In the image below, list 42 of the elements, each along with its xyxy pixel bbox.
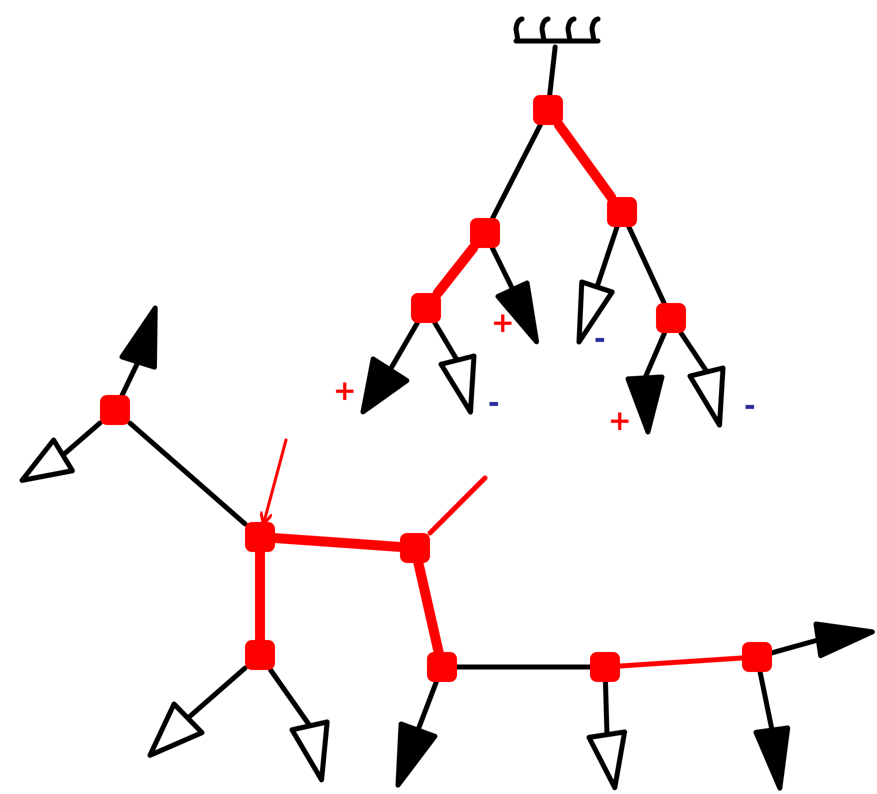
hollow-triangle [19, 436, 76, 483]
plus-sign: + [333, 377, 356, 405]
hollow-triangle [438, 352, 476, 415]
junction-node [245, 640, 275, 670]
connector-line [60, 420, 102, 458]
minus-sign: - [594, 325, 606, 353]
junction-node [100, 395, 130, 425]
filled-triangle [395, 720, 438, 788]
junction-node [742, 642, 772, 672]
junction-node [245, 522, 275, 552]
hollow-triangle [687, 364, 726, 428]
filled-triangle [360, 356, 410, 415]
junction-node [411, 293, 441, 323]
connector-line [490, 122, 543, 220]
connector-line [554, 120, 616, 202]
junction-node [400, 533, 430, 563]
connector-line [428, 476, 488, 536]
junction-node [427, 652, 457, 682]
connector-line [618, 655, 744, 669]
hollow-triangle [576, 279, 616, 345]
connector-line [626, 224, 667, 306]
plus-sign: + [608, 407, 632, 435]
hollow-triangle [586, 729, 628, 791]
junction-node [590, 652, 620, 682]
filled-triangle [812, 621, 875, 659]
junction-node [607, 197, 637, 227]
connector-line [128, 420, 248, 526]
junction-node [470, 218, 500, 248]
hollow-triangle [289, 719, 331, 783]
connector-line [454, 664, 592, 670]
junction-node [656, 303, 686, 333]
hollow-triangle [147, 700, 205, 758]
connector-line [547, 44, 558, 98]
plus-sign: + [491, 309, 514, 337]
connector-line [432, 243, 478, 298]
minus-sign: - [744, 392, 756, 420]
connector-line [186, 666, 248, 720]
minus-sign: - [488, 389, 500, 417]
filled-triangle [753, 724, 791, 791]
filled-triangle [495, 280, 540, 345]
junction-node [533, 95, 563, 125]
filled-triangle [118, 305, 158, 370]
